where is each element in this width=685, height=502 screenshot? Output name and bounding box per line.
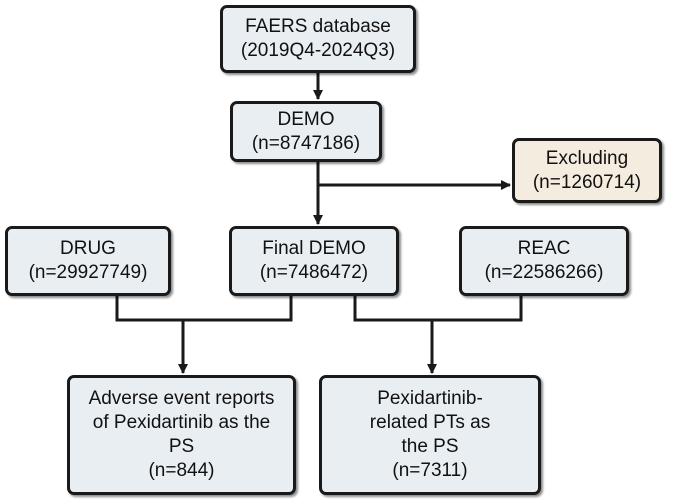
demo-line-1: DEMO [277,108,335,130]
adverse-line-3: PS [168,436,195,457]
adverse-line-2: of Pexidartinib as the [92,412,271,433]
adverse-line-4: (n=844) [148,460,215,481]
excluding-box: Excluding (n=1260714) [512,138,662,203]
final-demo-line-2: (n=7486472) [259,262,369,283]
merge-final-reac [353,296,523,322]
reac-line-1: REAC [517,238,571,259]
demo-box: DEMO (n=8747186) [230,101,382,162]
adverse-line-1: Adverse event reports [88,388,275,409]
final-demo-line-1: Final DEMO [262,238,366,259]
pts-line-4: (n=7311) [392,460,468,481]
excluding-line-2: (n=1260714) [532,171,642,193]
faers-database-box: FAERS database (2019Q4-2024Q3) [220,5,416,73]
related-pts-box: Pexidartinib- related PTs as the PS (n=7… [319,375,541,495]
reac-line-2: (n=22586266) [484,262,604,283]
merge-drug-final [115,296,293,322]
demo-line-2: (n=8747186) [251,132,361,154]
drug-line-1: DRUG [60,238,116,259]
drug-line-2: (n=29927749) [28,262,148,283]
faers-line-1: FAERS database [245,16,391,37]
faers-line-2: (2019Q4-2024Q3) [240,40,396,61]
reac-box: REAC (n=22586266) [459,226,629,296]
adverse-event-reports-box: Adverse event reports of Pexidartinib as… [67,375,296,495]
pts-line-2: related PTs as [369,412,491,433]
final-demo-box: Final DEMO (n=7486472) [229,226,399,296]
pts-line-1: Pexidartinib- [377,388,483,409]
pts-line-3: the PS [401,436,459,457]
excluding-line-1: Excluding [545,147,629,169]
drug-box: DRUG (n=29927749) [5,226,171,296]
